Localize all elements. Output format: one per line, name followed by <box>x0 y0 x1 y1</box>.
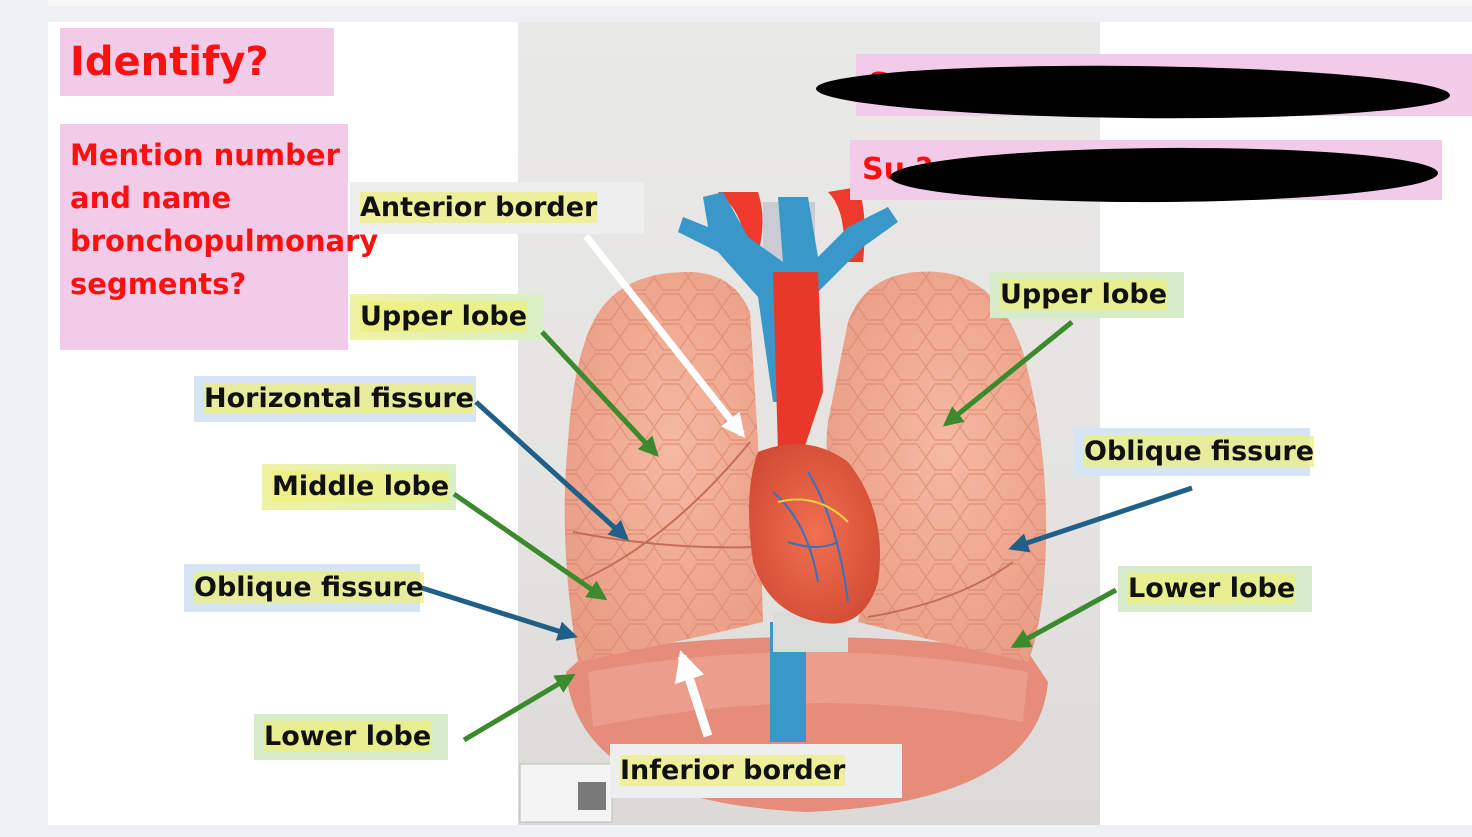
arrow-oblique-fissure-left <box>1008 485 1193 553</box>
slide: Identify? Mention number and name bronch… <box>48 22 1472 825</box>
window-top-strip <box>48 0 1472 6</box>
arrow-upper-lobe-left <box>942 320 1074 427</box>
label-oblique-fissure-left: Oblique fissure <box>1074 428 1315 476</box>
identify-question: Identify? <box>60 28 334 96</box>
aorta <box>773 272 823 452</box>
arrows-overlay <box>421 233 1193 743</box>
label-middle-lobe: Middle lobe <box>262 464 456 510</box>
arrow-oblique-fissure-right <box>421 585 578 641</box>
label-horizontal-fissure: Horizontal fissure <box>194 376 476 422</box>
heart <box>749 444 880 624</box>
label-lower-lobe-right: Lower lobe <box>254 714 448 760</box>
label-lower-lobe-left: Lower lobe <box>1118 566 1312 612</box>
arrow-lower-lobe-left <box>1010 587 1118 649</box>
label-inferior-border: Inferior border <box>610 744 902 798</box>
arrow-inferior-border <box>675 650 713 738</box>
arrow-middle-lobe <box>452 491 608 601</box>
arrow-anterior-border <box>583 233 745 438</box>
arrow-lower-lobe-right <box>462 673 576 743</box>
segments-question: Mention number and name bronchopulmonary… <box>60 124 378 350</box>
arrow-horizontal-fissure <box>474 400 629 541</box>
arrow-upper-lobe-right <box>540 330 659 457</box>
label-upper-lobe-right: Upper lobe <box>350 294 544 340</box>
label-anterior-border: Anterior border <box>350 182 644 234</box>
label-upper-lobe-left: Upper lobe <box>990 272 1184 318</box>
label-oblique-fissure-right: Oblique fissure <box>184 564 425 612</box>
